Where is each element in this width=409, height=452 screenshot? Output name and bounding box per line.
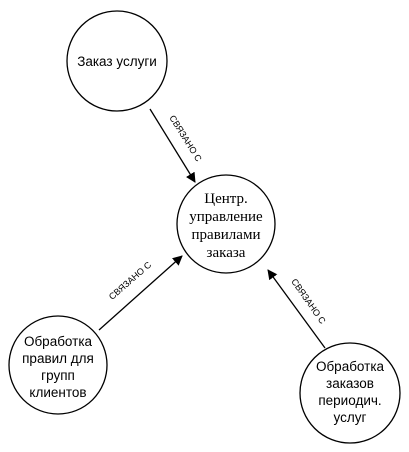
- node-circle: [66, 10, 168, 112]
- edge-label: СВЯЗАНО С: [289, 277, 328, 326]
- node-label-line-3: групп: [41, 368, 75, 383]
- node-label-line-2: правил для: [22, 351, 94, 366]
- node-label-line-1: Обработка: [316, 359, 385, 374]
- edge-line: [98, 255, 183, 331]
- node-circle: [8, 315, 108, 415]
- node-label-line-2: управление: [189, 209, 263, 225]
- node-label-line-4: услуг: [334, 410, 367, 425]
- node-label-line-4: заказа: [207, 245, 246, 261]
- edge-zakaz-to-center: СВЯЗАНО С: [149, 108, 204, 183]
- node-label-line-4: клиентов: [29, 385, 86, 400]
- node-obrabotka-pravil: Обработка правил для групп клиентов: [8, 315, 108, 415]
- edge-pravila-to-center: СВЯЗАНО С: [98, 255, 183, 331]
- edge-label: СВЯЗАНО С: [167, 113, 204, 163]
- node-label-line-2: заказов: [326, 376, 374, 391]
- node-label-line-1: Центр.: [204, 191, 248, 207]
- node-label: Заказ услуги: [77, 54, 157, 69]
- node-label-line-3: периодич.: [318, 393, 381, 408]
- node-label-line-1: Обработка: [24, 334, 93, 349]
- edge-periodich-to-center: СВЯЗАНО С: [267, 269, 328, 349]
- edge-label: СВЯЗАНО С: [107, 259, 154, 301]
- edge-line: [267, 269, 326, 349]
- node-label-line-3: правилами: [192, 227, 261, 243]
- node-circle: [299, 342, 401, 444]
- node-center-upravlenie: Центр. управление правилами заказа: [176, 174, 276, 274]
- node-obrabotka-zakazov: Обработка заказов периодич. услуг: [299, 342, 401, 444]
- node-zakaz-uslugi: Заказ услуги: [66, 10, 168, 112]
- edge-line: [149, 108, 196, 183]
- node-circle: [176, 174, 276, 274]
